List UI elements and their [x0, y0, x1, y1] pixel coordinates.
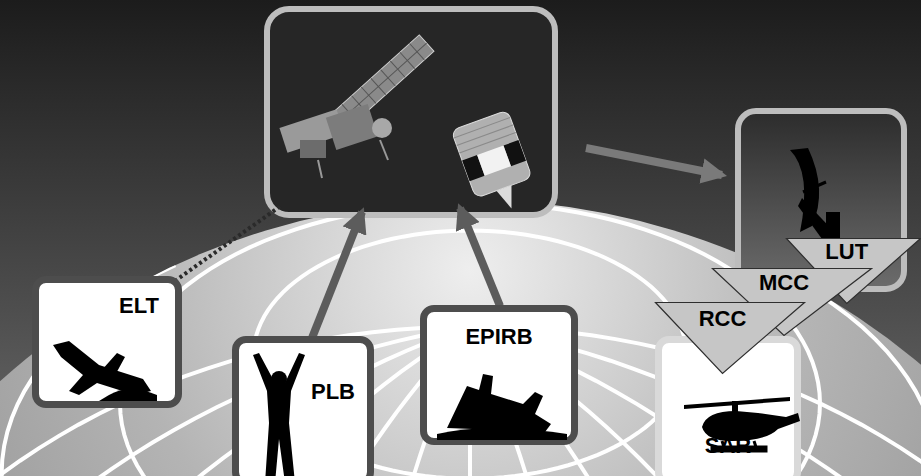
node-label: RCC [699, 308, 747, 330]
node-label: LUT [825, 241, 868, 263]
illustration-part [53, 341, 151, 395]
illustration-part [462, 140, 526, 181]
illustration-part [451, 110, 540, 219]
illustration-part [477, 146, 511, 176]
illustration-part [2, 265, 921, 476]
illustration-part [267, 9, 555, 215]
plb-signal-arrow [312, 212, 362, 338]
illustration-part [318, 160, 322, 178]
illustration-part [451, 110, 532, 198]
illustration-part [457, 125, 513, 146]
node-label: EPIRB [465, 326, 532, 348]
plb-box: PLB [232, 336, 374, 476]
rcc-banner: RCC [655, 302, 805, 374]
elt-box: ELT [32, 276, 182, 408]
node-label: PLB [311, 381, 355, 403]
illustration-part [326, 104, 378, 150]
illustration-part [372, 118, 392, 138]
epirb-box: EPIRB [420, 305, 578, 445]
illustration-part [437, 428, 567, 440]
illustration-part [99, 389, 157, 401]
downlink-arrow [586, 148, 722, 175]
node-label: MCC [759, 272, 809, 294]
node-icon [239, 343, 381, 476]
illustration-part [803, 182, 826, 192]
satellite-box [267, 9, 555, 219]
illustration-part [380, 140, 388, 160]
node-label: ELT [119, 295, 159, 317]
illustration-part [496, 185, 519, 211]
illustration-part [253, 353, 305, 476]
elt-signal-line [165, 205, 282, 288]
illustration-part [454, 117, 510, 138]
node-icon [39, 283, 189, 415]
illustration-part [300, 140, 326, 158]
epirb-signal-arrow [460, 208, 500, 306]
node-label: SAR [705, 435, 751, 457]
illustration-part [447, 374, 551, 432]
illustration-part [120, 203, 820, 476]
